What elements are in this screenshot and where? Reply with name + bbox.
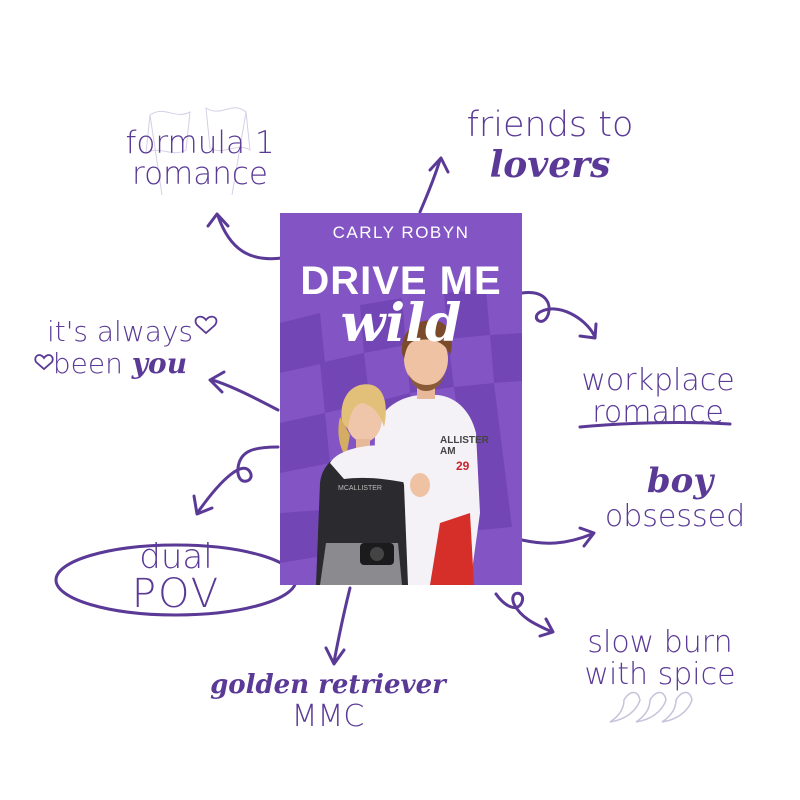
- trope-friends-line1: friends to: [466, 105, 634, 145]
- trope-golden-line1: golden retriever: [210, 670, 446, 700]
- trope-obsessed: obsessed: [604, 499, 746, 534]
- trope-dual-line1: dual: [139, 537, 213, 577]
- trope-always-line1: it's always: [46, 315, 194, 348]
- trope-formula1-line1: formula 1: [125, 125, 275, 161]
- trope-always-been: been: [52, 347, 123, 380]
- trope-dual-line2: POV: [131, 571, 221, 617]
- trope-golden: golden retriever MMC: [188, 672, 468, 732]
- trope-golden-line2: MMC: [291, 699, 365, 734]
- trope-boy: boy: [646, 461, 714, 501]
- trope-friends: friends to lovers: [450, 105, 650, 186]
- arrow-workplace: [520, 291, 596, 337]
- book-author: CARLY ROBYN: [332, 223, 470, 242]
- trope-friends-line2: lovers: [489, 144, 611, 186]
- heart-icons: [34, 315, 218, 371]
- trope-boy-obsessed: boy obsessed: [590, 464, 760, 532]
- workplace-underline: [578, 421, 732, 429]
- trope-dual-pov: dual POV: [86, 540, 266, 614]
- chili-pepper-icons: [609, 691, 693, 723]
- cover-art: [280, 213, 522, 585]
- shirt-number: 29: [456, 459, 470, 473]
- trope-slow-line2: with spice: [584, 657, 736, 692]
- trope-always-you: you: [131, 347, 188, 380]
- shirt2-text: MCALLISTER: [338, 485, 382, 492]
- trope-formula1: formula 1 romance: [110, 128, 290, 190]
- checkered-flags-icon: [145, 107, 251, 196]
- arrow-formula: [216, 214, 284, 261]
- trope-slow-burn: slow burn with spice: [570, 628, 750, 690]
- arrow-slow: [494, 591, 554, 634]
- arrow-always: [210, 378, 280, 412]
- trope-always-line2: been you: [30, 350, 210, 378]
- trope-workplace-line2: romance: [592, 395, 724, 430]
- woman-figure: [316, 384, 408, 585]
- shirt-text: ALLISTER AM: [440, 435, 489, 457]
- trope-slow-line1: slow burn: [587, 625, 733, 660]
- arrow-boy: [520, 532, 594, 545]
- trope-workplace-line1: workplace: [581, 363, 735, 398]
- book-cover: CARLY ROBYN DRIVE ME wild ALLISTER AM 29…: [280, 213, 522, 585]
- trope-workplace: workplace romance: [568, 366, 748, 428]
- arrow-dual: [196, 445, 280, 514]
- book-title-line1: DRIVE ME: [300, 259, 502, 303]
- arrow-friends: [418, 158, 442, 214]
- book-title-line2: wild: [340, 293, 462, 354]
- trope-always: it's always been you: [30, 318, 210, 378]
- trope-formula1-line2: romance: [132, 156, 268, 192]
- arrow-golden: [332, 586, 352, 664]
